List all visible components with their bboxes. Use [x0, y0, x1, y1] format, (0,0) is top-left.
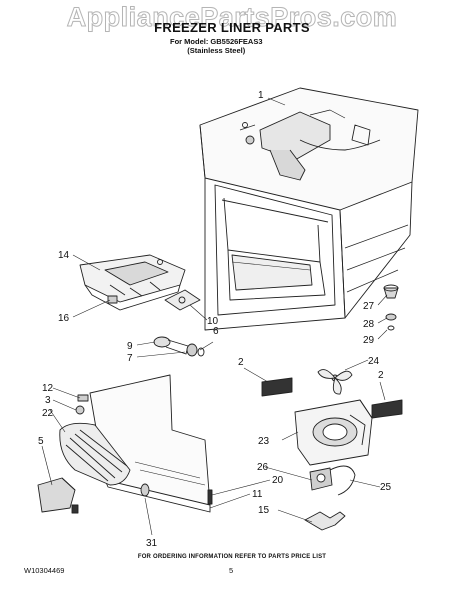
document-id: W10304469	[24, 566, 65, 575]
callout-7: 7	[127, 353, 133, 364]
heater-assembly-drawing	[153, 336, 205, 357]
callout-22: 22	[42, 408, 54, 419]
callout-23: 23	[258, 436, 270, 447]
page-title: FREEZER LINER PARTS	[154, 20, 310, 35]
model-finish: (Stainless Steel)	[187, 46, 246, 55]
screw-drawing	[77, 394, 89, 402]
callout-2b: 2	[378, 370, 384, 381]
grille-drawing	[59, 422, 131, 486]
callout-labels: 1 14 16 10 9 7 6 27 28 29 2 24 2 12 3 22…	[38, 90, 392, 549]
gasket-right-drawing	[371, 399, 403, 419]
freezer-liner-drawing	[199, 87, 419, 331]
callout-3: 3	[45, 395, 51, 406]
callout-10: 10	[207, 316, 219, 327]
foam-pad-drawing	[164, 289, 201, 311]
callout-31: 31	[146, 538, 158, 549]
callout-6: 6	[213, 326, 219, 337]
clip-drawing	[107, 295, 118, 304]
callout-29: 29	[363, 335, 375, 346]
fan-motor-drawing	[309, 465, 356, 496]
callout-14: 14	[58, 250, 70, 261]
callout-1: 1	[258, 90, 264, 101]
callout-11: 11	[252, 489, 263, 500]
callout-2a: 2	[238, 357, 244, 368]
fan-blade-drawing	[317, 369, 353, 395]
page-number: 5	[229, 566, 234, 575]
damper-parts-drawing	[383, 284, 399, 331]
callout-24: 24	[368, 356, 380, 367]
callout-15: 15	[258, 505, 270, 516]
ordering-note: FOR ORDERING INFORMATION REFER TO PARTS …	[137, 554, 327, 560]
duct-cover-drawing	[79, 254, 186, 311]
callout-28: 28	[363, 319, 375, 330]
callout-26: 26	[257, 462, 269, 473]
callout-5: 5	[38, 436, 44, 447]
motor-bracket-drawing	[304, 511, 346, 531]
model-info: For Model: GB5526FEAS3 (Stainless Steel)	[170, 37, 263, 55]
callout-27: 27	[363, 301, 375, 312]
switch-drawing	[140, 483, 150, 497]
leader-lines	[41, 97, 388, 536]
model-number: For Model: GB5526FEAS3	[170, 37, 263, 46]
nut-drawing	[75, 405, 85, 415]
callout-12: 12	[42, 383, 54, 394]
callout-16: 16	[58, 313, 70, 324]
fan-housing-drawing	[294, 399, 373, 466]
callout-25: 25	[380, 482, 392, 493]
callout-9: 9	[127, 341, 133, 352]
lamp-drawing	[37, 477, 79, 514]
gasket-left-drawing	[261, 377, 293, 397]
callout-20: 20	[272, 475, 284, 486]
watermark-text: AppliancePartsPros.com	[66, 2, 398, 33]
